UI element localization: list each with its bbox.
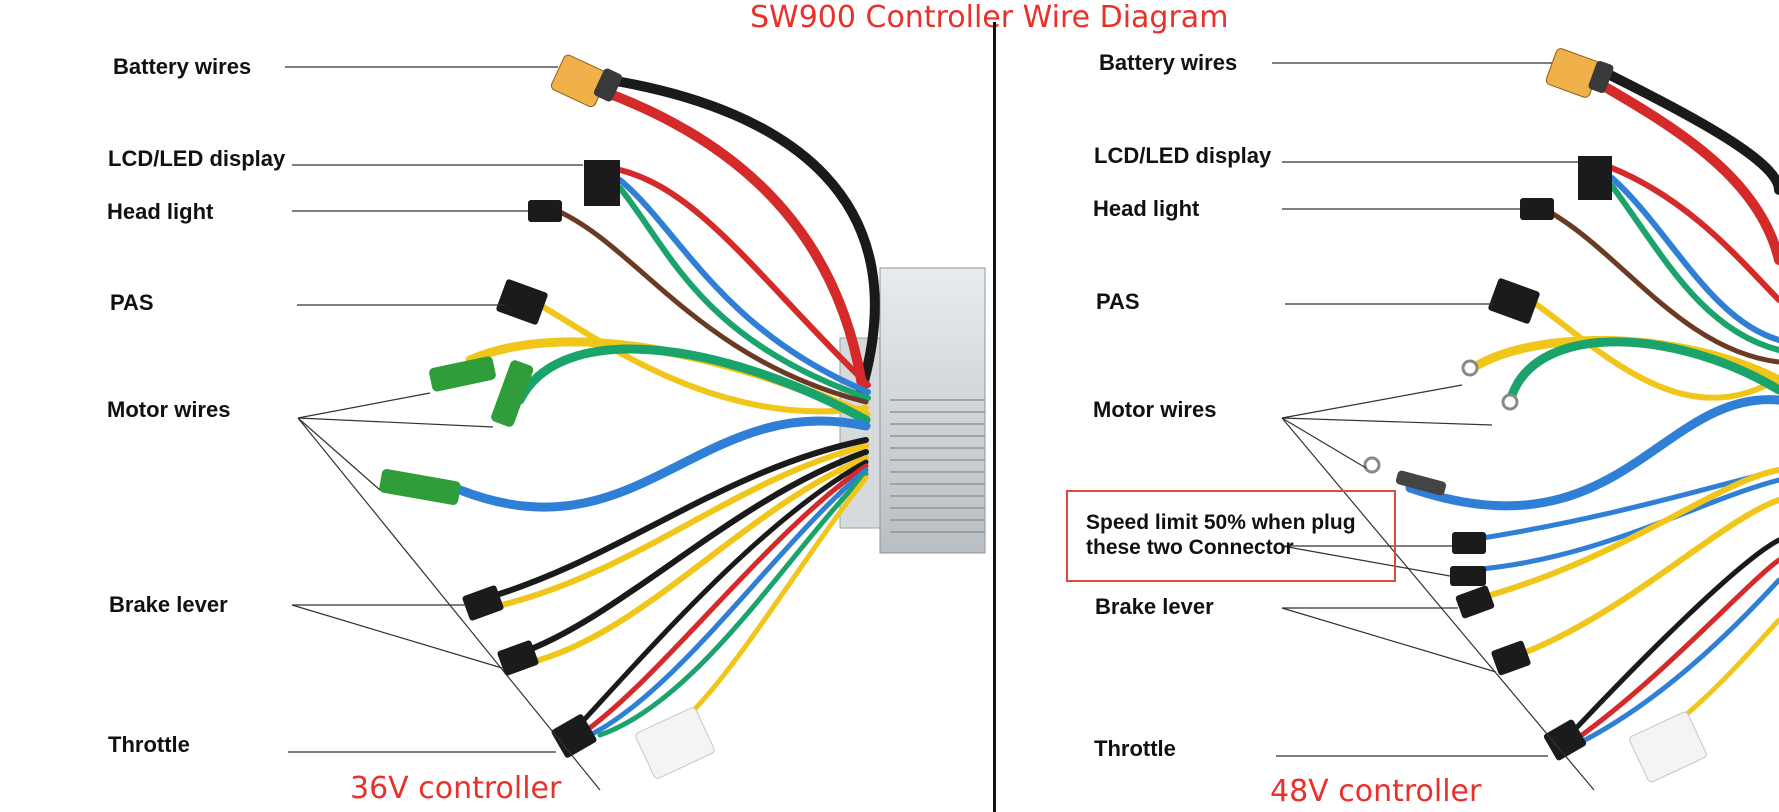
wire-bundle-48v	[1405, 65, 1779, 743]
label-display-36v: LCD/LED display	[108, 146, 286, 171]
speed-limit-note: Speed limit 50% when plug these two Conn…	[1066, 490, 1396, 582]
brake-connector-b-48v	[1491, 640, 1531, 676]
headlight-connector-48v	[1520, 198, 1554, 220]
label-pas-36v: PAS	[110, 290, 154, 315]
label-throttle-36v: Throttle	[108, 732, 190, 757]
panel-divider	[993, 22, 996, 812]
display-connector-48v	[1578, 156, 1612, 200]
caption-48v-controller: 48V controller	[1270, 774, 1482, 809]
pas-connector-36v	[496, 279, 548, 325]
throttle-connector-36v	[551, 714, 597, 758]
throttle-plug-48v	[1629, 711, 1707, 783]
label-motor-wires-36v: Motor wires	[107, 397, 231, 422]
right-wiring	[1272, 48, 1779, 791]
throttle-plug-36v	[635, 707, 715, 779]
label-pas-48v: PAS	[1096, 289, 1140, 314]
diagram-title: SW900 Controller Wire Diagram	[750, 0, 1229, 35]
brake-connector-b-36v	[497, 640, 539, 676]
speed-limit-connectors-48v	[1450, 532, 1486, 586]
battery-connector-48v	[1545, 48, 1614, 98]
pas-connector-48v	[1488, 278, 1540, 324]
motor-connectors-36v	[379, 356, 534, 505]
label-brake-lever-48v: Brake lever	[1095, 594, 1214, 619]
label-motor-wires-48v: Motor wires	[1093, 397, 1217, 422]
display-connector-36v	[584, 160, 620, 206]
speed-limit-note-text: Speed limit 50% when plug these two Conn…	[1086, 511, 1356, 559]
battery-connector-36v	[550, 54, 623, 108]
left-wiring	[285, 54, 986, 791]
leader-lines-36v	[285, 66, 601, 791]
caption-36v-controller: 36V controller	[350, 771, 562, 806]
headlight-connector-36v	[528, 200, 562, 222]
label-headlight-48v: Head light	[1093, 196, 1200, 221]
label-throttle-48v: Throttle	[1094, 736, 1176, 761]
label-brake-lever-36v: Brake lever	[109, 592, 228, 617]
wire-bundle-36v	[455, 75, 880, 738]
leader-lines-48v	[1272, 62, 1595, 791]
label-battery-wires-48v: Battery wires	[1099, 50, 1238, 75]
throttle-connector-48v	[1543, 719, 1587, 761]
label-headlight-36v: Head light	[107, 199, 214, 224]
brake-connector-a-48v	[1455, 585, 1495, 619]
motor-terminals-48v	[1363, 359, 1519, 496]
label-display-48v: LCD/LED display	[1094, 143, 1272, 168]
brake-connector-a-36v	[462, 585, 504, 621]
label-battery-wires-36v: Battery wires	[113, 54, 252, 79]
controller-box-36v	[839, 267, 986, 554]
